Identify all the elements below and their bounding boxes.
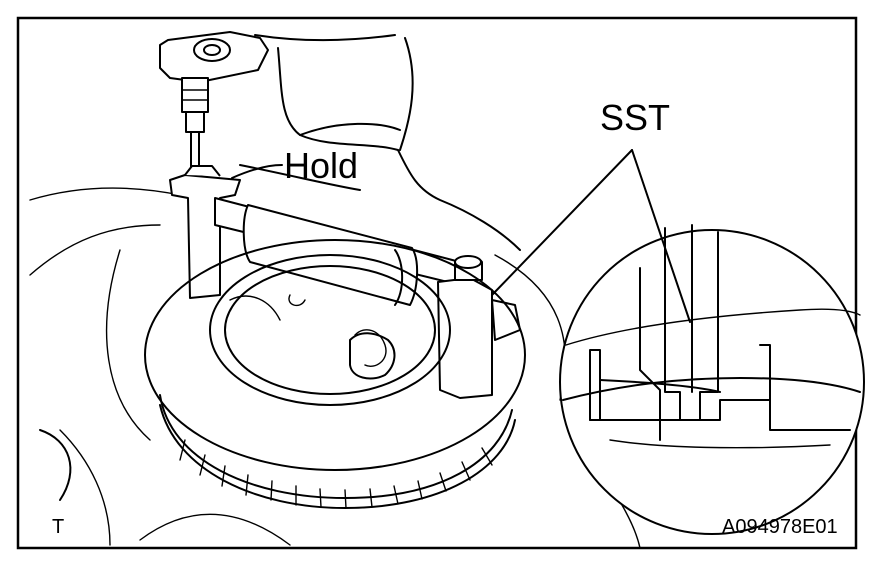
sst-label: SST: [600, 97, 670, 138]
ring-gear: [144, 239, 526, 509]
leader-lines: [231, 149, 691, 323]
ratchet-wrench: [159, 31, 269, 168]
corner-mark: T: [52, 516, 64, 538]
hold-label: Hold: [284, 145, 358, 186]
hand-outline: [239, 34, 521, 251]
figure-code: A094978E01: [722, 516, 838, 538]
sst-holding-tool: [169, 165, 521, 399]
magnified-detail: [559, 224, 865, 535]
